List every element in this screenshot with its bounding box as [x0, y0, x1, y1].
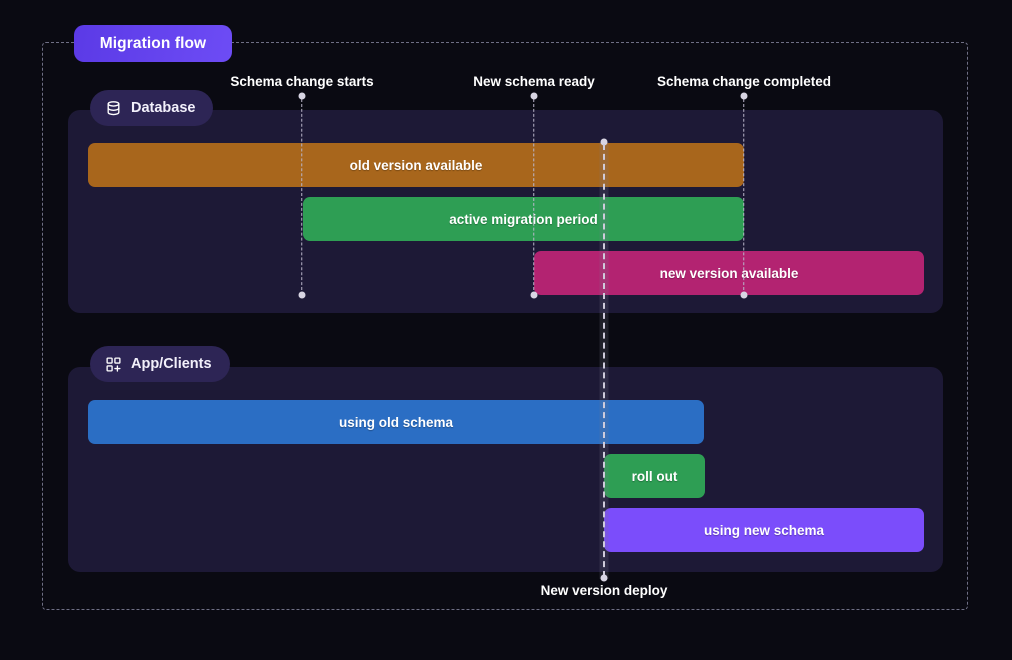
milestone-dot-bottom	[298, 291, 306, 299]
bar-using-new-schema[interactable]: using new schema	[604, 508, 924, 552]
milestone-line-new-schema-ready	[533, 99, 535, 295]
section-label-database: Database	[131, 100, 196, 116]
bar-old-version-available[interactable]: old version available	[88, 143, 744, 187]
bar-label: new version available	[659, 265, 799, 281]
milestone-label-schema-change-completed: Schema change completed	[656, 74, 832, 89]
bar-label: using old schema	[338, 414, 454, 430]
section-pill-app[interactable]: App/Clients	[90, 346, 230, 382]
database-icon	[105, 100, 122, 117]
bar-new-version-available[interactable]: new version available	[534, 251, 924, 295]
diagram-title-pill: Migration flow	[74, 25, 232, 62]
bar-active-migration-period[interactable]: active migration period	[303, 197, 744, 241]
bar-label: old version available	[349, 157, 483, 173]
deploy-marker-line	[603, 144, 605, 577]
milestone-dot-bottom	[740, 291, 748, 299]
milestone-label-schema-change-starts: Schema change starts	[230, 74, 374, 89]
bar-label: roll out	[631, 468, 678, 484]
bar-using-old-schema[interactable]: using old schema	[88, 400, 704, 444]
section-pill-database[interactable]: Database	[90, 90, 214, 126]
milestone-line-schema-change-starts	[301, 99, 303, 295]
deploy-marker-label: New version deploy	[540, 583, 668, 598]
milestone-dot-top	[530, 92, 538, 100]
milestone-dot-top	[740, 92, 748, 100]
grid-plus-icon	[105, 356, 122, 373]
deploy-marker-dot-top	[600, 138, 608, 146]
deploy-marker-dot-bottom	[600, 574, 608, 582]
bar-roll-out[interactable]: roll out	[604, 454, 705, 498]
milestone-label-new-schema-ready: New schema ready	[473, 74, 595, 89]
diagram-frame	[42, 42, 968, 610]
bar-label: active migration period	[449, 211, 598, 227]
milestone-dot-bottom	[530, 291, 538, 299]
diagram-title: Migration flow	[99, 34, 207, 52]
section-label-app: App/Clients	[131, 356, 212, 372]
milestone-line-schema-change-completed	[743, 99, 745, 295]
milestone-dot-top	[298, 92, 306, 100]
bar-label: using new schema	[703, 522, 825, 538]
